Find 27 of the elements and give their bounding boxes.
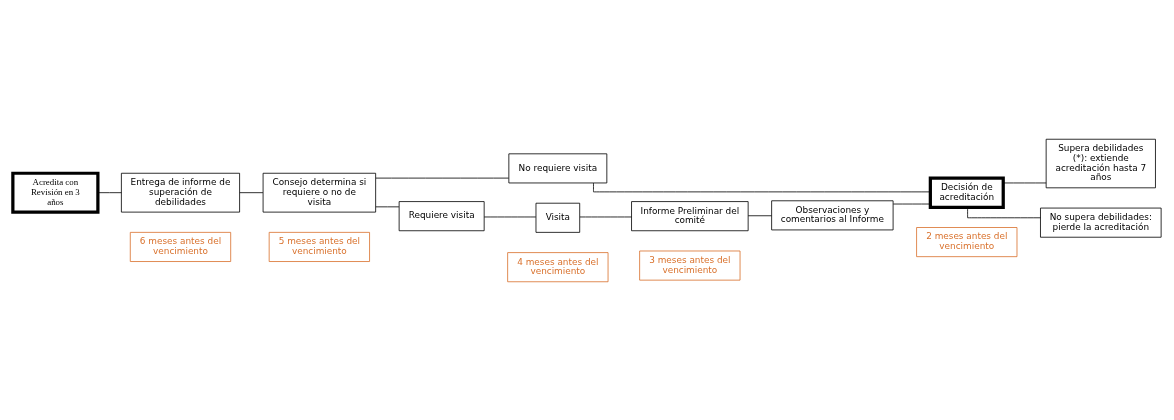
node-box: Decisión de acreditación — [928, 176, 1005, 209]
node-box: 2 meses antes del vencimiento — [916, 226, 1018, 257]
node-box: 5 meses antes del vencimiento — [268, 231, 370, 262]
node-box: Visita — [535, 202, 581, 233]
node-box: Consejo determina si requiere o no de visita — [262, 172, 377, 213]
connector — [375, 177, 509, 178]
node-box: Informe Preliminar del comité — [631, 200, 749, 231]
connector — [967, 206, 1041, 218]
connector — [1003, 182, 1047, 183]
connector — [593, 182, 931, 192]
connector — [747, 214, 772, 216]
node-box: 3 meses antes del vencimiento — [639, 250, 741, 281]
node-box: Observaciones y comentarios al Informe — [771, 199, 894, 230]
connector — [579, 216, 632, 217]
node-box: Supera debilidades (*): extiende acreditación hasta 7 años — [1045, 138, 1156, 188]
node-box: Entrega de informe de superación de debilidades — [120, 172, 240, 213]
node-box: 6 meses antes del vencimiento — [129, 231, 232, 262]
node-box: Acredita con Revisión en 3 años — [11, 171, 100, 214]
connector — [892, 203, 931, 204]
node-box: No supera debilidades: pierde la acreditación — [1040, 207, 1162, 238]
node-box: No requiere visita — [508, 152, 608, 183]
connector — [483, 216, 537, 217]
connector — [375, 205, 400, 207]
node-box: Requiere visita — [398, 200, 485, 231]
connector — [239, 191, 264, 193]
connector — [97, 191, 122, 193]
node-box: 4 meses antes del vencimiento — [507, 251, 609, 282]
